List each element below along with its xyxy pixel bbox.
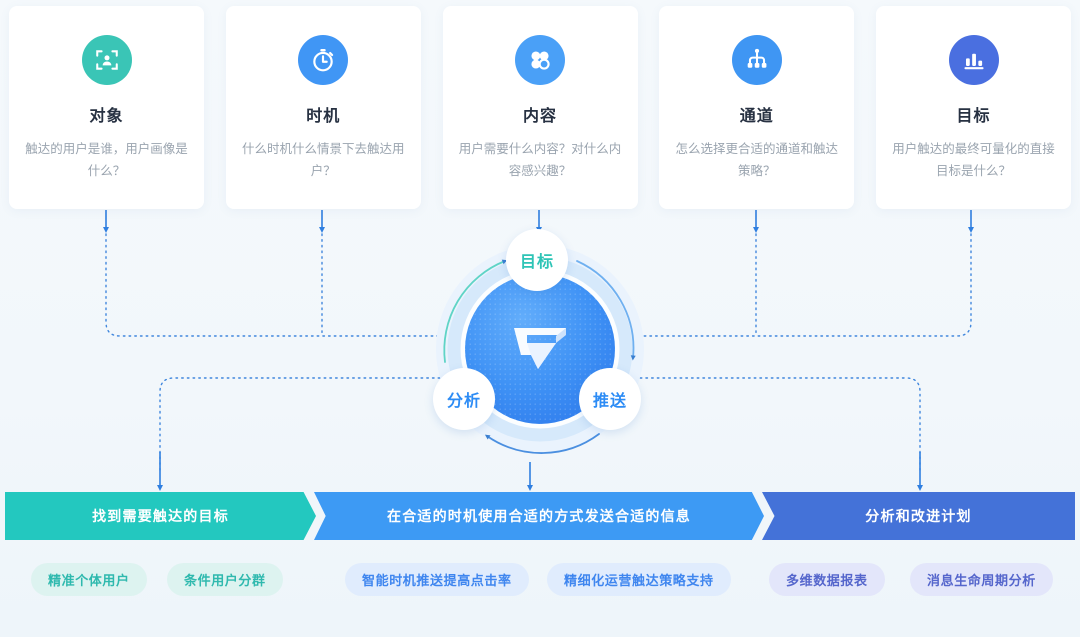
tag-label: 智能时机推送提高点击率 xyxy=(362,573,512,588)
card-channel[interactable]: 通道 怎么选择更合适的通道和触达策略？ xyxy=(659,6,855,209)
clover-content-icon xyxy=(515,35,565,85)
tag-multidimensional-report[interactable]: 多维数据报表 xyxy=(769,563,885,596)
card-row: 对象 触达的用户是谁，用户画像是什么？ 时机 什么时机什么情景下去触达用户？ xyxy=(0,6,1080,209)
stage-bar-label: 分析和改进计划 xyxy=(865,508,972,524)
stage-bar-label: 在合适的时机使用合适的方式发送合适的信息 xyxy=(387,508,691,524)
user-focus-icon xyxy=(81,35,132,85)
wheel-node-push[interactable]: 推送 xyxy=(579,368,641,430)
tag-label: 消息生命周期分析 xyxy=(927,573,1036,588)
tag-label: 精准个体用户 xyxy=(48,573,130,588)
card-content[interactable]: 内容 用户需要什么内容？对什么内容感兴趣？ xyxy=(442,6,638,209)
stage-bar-row: 找到需要触达的目标 在合适的时机使用合适的方式发送合适的信息 分析和改进计划 xyxy=(0,492,1080,540)
card-title: 内容 xyxy=(522,108,557,125)
stage-bar-label: 找到需要触达的目标 xyxy=(92,508,229,524)
wheel-node-analysis[interactable]: 分析 xyxy=(433,368,495,430)
tag-row: 精准个体用户 条件用户分群 智能时机推送提高点击率 精细化运营触达策略支持 多维… xyxy=(0,563,1080,603)
card-description: 用户触达的最终可量化的直接目标是什么？ xyxy=(892,142,1055,178)
wheel-node-label: 目标 xyxy=(519,254,554,271)
tag-refined-operation-strategy[interactable]: 精细化运营触达策略支持 xyxy=(547,563,731,596)
stopwatch-icon xyxy=(298,35,349,85)
stage-bar-find-target[interactable]: 找到需要触达的目标 xyxy=(5,492,316,540)
card-timing[interactable]: 时机 什么时机什么情景下去触达用户？ xyxy=(225,6,421,209)
card-description: 什么时机什么情景下去触达用户？ xyxy=(241,142,405,178)
card-title: 对象 xyxy=(89,108,124,125)
card-title: 时机 xyxy=(306,108,341,125)
tag-label: 条件用户分群 xyxy=(184,573,266,588)
tag-message-lifecycle-analysis[interactable]: 消息生命周期分析 xyxy=(910,563,1053,596)
tag-label: 多维数据报表 xyxy=(786,573,868,588)
wheel-node-label: 推送 xyxy=(592,393,627,410)
stage-bar-analyze-improve[interactable]: 分析和改进计划 xyxy=(762,492,1075,540)
card-title: 通道 xyxy=(739,108,774,125)
wheel-node-goal[interactable]: 目标 xyxy=(506,229,568,291)
tag-precise-individual-user[interactable]: 精准个体用户 xyxy=(31,563,147,596)
tag-smart-timing-push[interactable]: 智能时机推送提高点击率 xyxy=(345,563,529,596)
cycle-wheel: 目标 推送 分析 xyxy=(429,229,651,460)
card-description: 触达的用户是谁，用户画像是什么？ xyxy=(25,142,188,178)
tag-label: 精细化运营触达策略支持 xyxy=(564,573,714,588)
card-description: 怎么选择更合适的通道和触达策略？ xyxy=(675,142,838,178)
stage-bar-send-message[interactable]: 在合适的时机使用合适的方式发送合适的信息 xyxy=(314,492,764,540)
card-goal[interactable]: 目标 用户触达的最终可量化的直接目标是什么？ xyxy=(876,6,1071,209)
card-title: 目标 xyxy=(956,108,991,125)
wheel-node-label: 分析 xyxy=(446,393,481,410)
channel-tree-icon xyxy=(731,35,782,85)
card-object[interactable]: 对象 触达的用户是谁，用户画像是什么？ xyxy=(9,6,204,209)
card-description: 用户需要什么内容？对什么内容感兴趣？ xyxy=(458,142,622,178)
tag-conditional-user-segment[interactable]: 条件用户分群 xyxy=(167,563,283,596)
bar-chart-icon xyxy=(948,35,999,85)
